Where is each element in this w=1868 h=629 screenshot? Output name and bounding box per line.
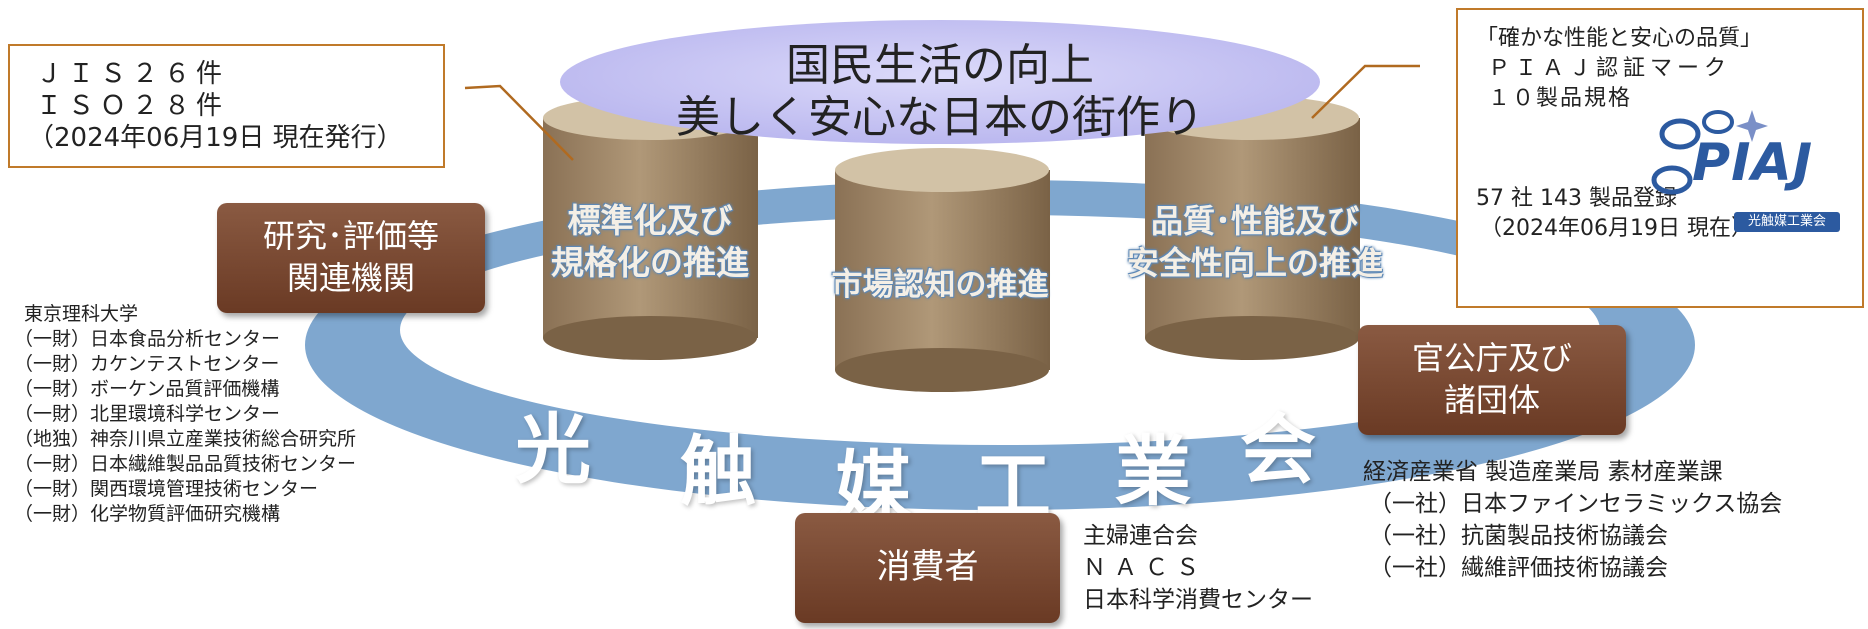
pillar-left-line2: 規格化の推進 <box>551 243 749 282</box>
pillar-right-line2: 安全性向上の推進 <box>1126 244 1383 282</box>
list-item: （一社）繊維評価技術協議会 <box>1369 555 1668 581</box>
piaj-registrations: 57 社 143 製品登録 <box>1476 186 1677 211</box>
list-item: （一社）抗菌製品技術協議会 <box>1369 523 1668 549</box>
pillar-center <box>835 148 1050 392</box>
central-title-line2: 美しく安心な日本の街作り <box>676 92 1204 143</box>
list-item: （一財）北里環境科学センター <box>14 403 281 425</box>
list-item: 主婦連合会 <box>1083 523 1198 549</box>
piaj-logo: PIAJ 光触媒工業会 <box>1644 100 1844 235</box>
list-item: （地独）神奈川県立産業技術総合研究所 <box>14 428 357 450</box>
pillar-label-quality: 品質･性能及び 安全性向上の推進 <box>1085 200 1425 284</box>
pillar-label-market: 市場認知の推進 <box>790 265 1090 305</box>
list-item: （一財）ボーケン品質評価機構 <box>14 378 280 400</box>
government-label-line2: 諸団体 <box>1443 381 1540 419</box>
central-title-line1: 国民生活の向上 <box>786 40 1094 91</box>
connector-right <box>1311 64 1420 119</box>
government-label-line1: 官公庁及び <box>1411 339 1572 377</box>
list-item: （一財）カケンテストセンター <box>14 353 280 375</box>
ring-char-5: 業 <box>1115 427 1191 516</box>
pillar-right <box>1145 96 1360 360</box>
list-item: （一財）化学物質評価研究機構 <box>14 503 281 525</box>
pillar-center-line1: 市場認知の推進 <box>831 267 1049 303</box>
list-item: （一財）日本繊維製品品質技術センター <box>14 453 357 475</box>
connector-left <box>464 84 574 161</box>
ring-char-2: 触 <box>680 427 756 516</box>
piaj-standards: １０製品規格 <box>1488 86 1633 111</box>
standards-date: （2024年06月19日 現在発行） <box>28 123 403 153</box>
piaj-logo-text: PIAJ <box>1692 133 1814 193</box>
list-item: （一財）関西環境管理技術センター <box>14 478 319 500</box>
list-item: 東京理科大学 <box>24 303 139 325</box>
pillar-left-line1: 標準化及び <box>567 201 733 240</box>
ring-shape <box>305 180 1695 510</box>
list-item: 経済産業省 製造産業局 素材産業課 <box>1363 459 1723 485</box>
standards-iso: ＩＳＯ２８件 <box>36 91 229 121</box>
government-list: 経済産業省 製造産業局 素材産業課 （一社）日本ファインセラミックス協会 （一社… <box>1363 456 1782 584</box>
top-disk <box>560 20 1320 144</box>
research-label-line2: 関連機関 <box>286 259 415 297</box>
research-institutions-button[interactable]: 研究･評価等 関連機関 <box>217 203 485 313</box>
list-item: （一財）日本食品分析センター <box>14 328 281 350</box>
piaj-slogan: 「確かな性能と安心の品質」 <box>1476 26 1763 51</box>
standards-jis: ＪＩＳ２６件 <box>36 59 229 89</box>
research-list: 東京理科大学 （一財）日本食品分析センター （一財）カケンテストセンター （一財… <box>14 302 356 527</box>
list-item: 日本科学消費センター <box>1083 587 1313 613</box>
pillar-right-line1: 品質･性能及び <box>1150 202 1359 240</box>
central-title: 国民生活の向上 美しく安心な日本の街作り <box>600 40 1280 144</box>
piaj-box: 「確かな性能と安心の品質」 ＰＩＡＪ認証マーク １０製品規格 57 社 143 … <box>1456 8 1864 308</box>
standards-box: ＪＩＳ２６件 ＩＳＯ２８件 （2024年06月19日 現在発行） <box>8 44 445 168</box>
consumer-button[interactable]: 消費者 <box>795 513 1060 623</box>
piaj-date: （2024年06月19日 現在） <box>1480 216 1753 241</box>
consumer-list: 主婦連合会 ＮＡＣＳ 日本科学消費センター <box>1083 520 1313 616</box>
government-organizations-button[interactable]: 官公庁及び 諸団体 <box>1358 325 1626 435</box>
piaj-logo-sub: 光触媒工業会 <box>1734 212 1840 232</box>
piaj-mark: ＰＩＡＪ認証マーク <box>1488 56 1732 81</box>
pillar-label-standardization: 標準化及び 規格化の推進 <box>520 200 780 284</box>
piaj-logo-swirl-icon <box>1651 110 1768 195</box>
consumer-label: 消費者 <box>876 547 979 587</box>
list-item: （一社）日本ファインセラミックス協会 <box>1369 491 1783 517</box>
ring-char-1: 光 <box>515 405 591 494</box>
research-label-line1: 研究･評価等 <box>262 217 439 255</box>
list-item: ＮＡＣＳ <box>1083 555 1207 581</box>
ring-char-6: 会 <box>1240 405 1316 494</box>
